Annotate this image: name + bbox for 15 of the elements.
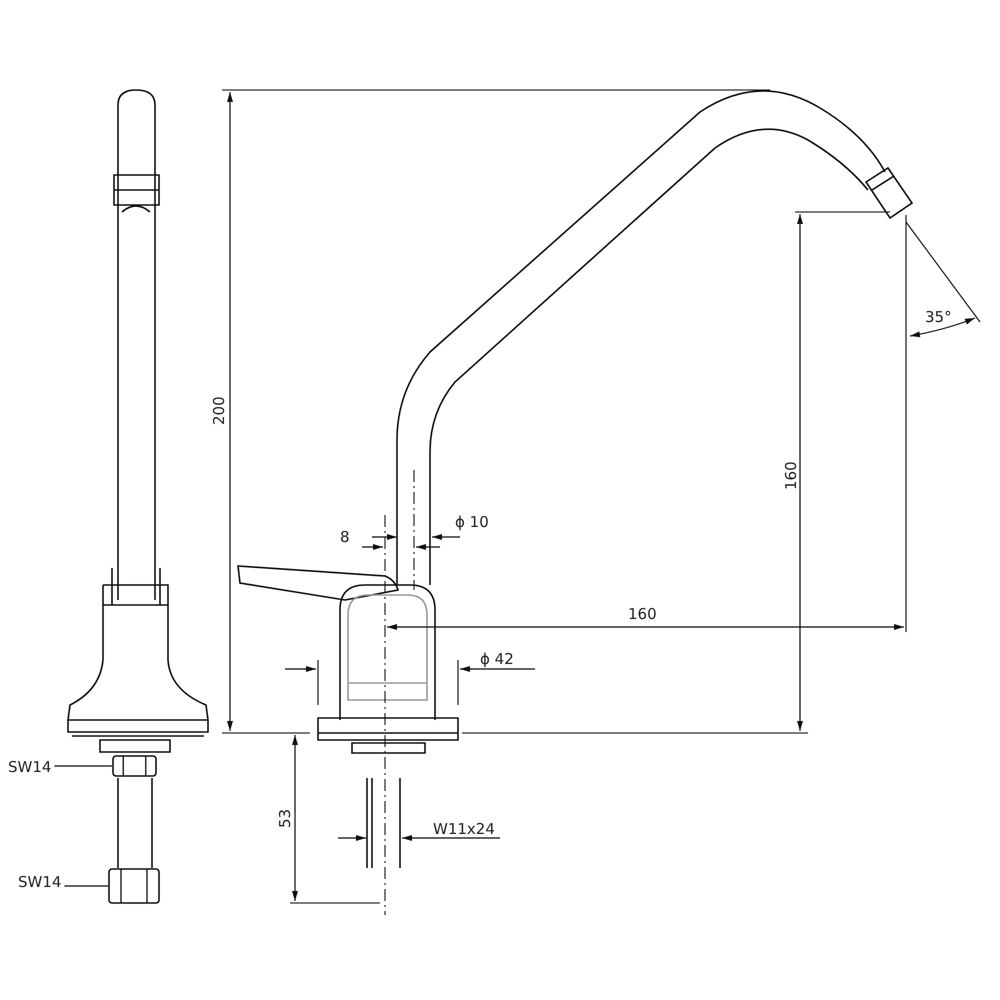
dimension-value: 160 [782, 461, 800, 490]
dimension-value: 35° [925, 308, 952, 326]
dimension-value: W11x24 [433, 820, 495, 838]
dimension-value: 53 [276, 808, 294, 828]
dimension-value: 8 [340, 528, 350, 546]
wrench-size-label: SW14 [8, 758, 52, 776]
dimension-value: 160 [628, 605, 657, 623]
dimension-value: ϕ 10 [455, 513, 489, 531]
leader-line [54, 765, 112, 767]
dimension-value: 200 [210, 396, 228, 425]
hex-nut [112, 755, 157, 777]
hex-nut [108, 868, 160, 904]
leader-line [64, 885, 108, 887]
wrench-size-label: SW14 [18, 873, 62, 891]
dimension-value: ϕ 42 [480, 650, 514, 668]
